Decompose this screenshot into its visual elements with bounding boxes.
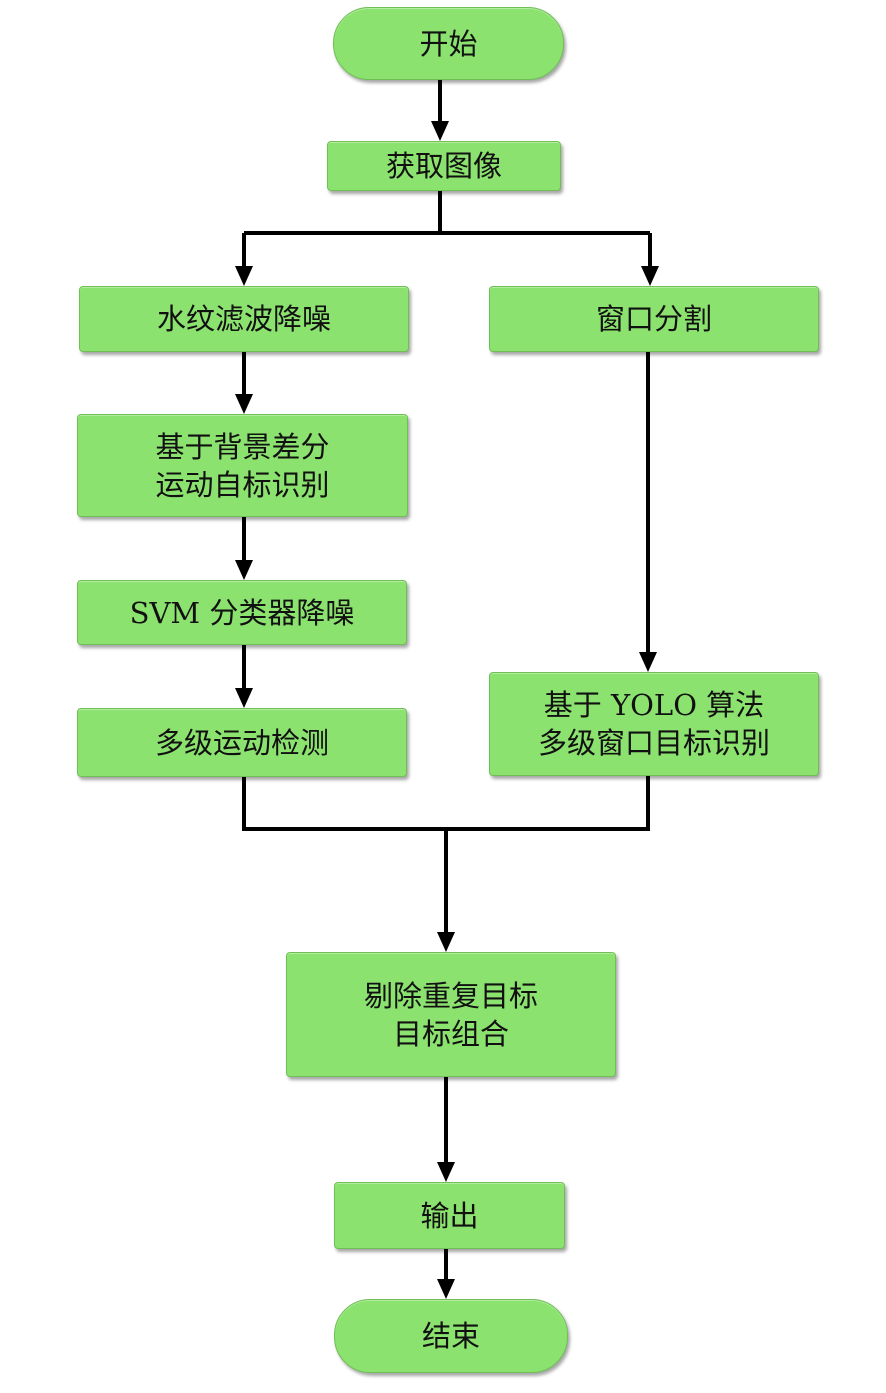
svm-denoise-node: SVM 分类器降噪 [77,580,407,645]
dedup-line1: 剔除重复目标 [363,978,538,1013]
arrowhead-icon [437,1162,455,1182]
yolo-node: 基于 YOLO 算法 多级窗口目标识别 [489,672,819,776]
denoise-node: 水纹滤波降噪 [79,286,409,352]
window-split-node: 窗口分割 [489,286,819,352]
line-acquire-split [244,191,650,235]
end-label: 结束 [421,1319,480,1353]
arrowhead-icon [235,266,253,286]
arrowhead-icon [431,121,449,141]
background-diff-node: 基于背景差分 运动自标识别 [77,414,408,517]
yolo-line2: 多级窗口目标识别 [537,726,770,760]
arrowhead-icon [235,688,253,708]
arrowhead-icon [639,652,657,672]
output-node: 输出 [334,1182,565,1249]
acquire-image-label: 获取图像 [385,149,502,183]
dedup-node: 剔除重复目标 目标组合 [286,952,616,1077]
multilevel-detection-label: 多级运动检测 [154,725,329,760]
background-diff-line2: 运动自标识别 [155,467,330,502]
acquire-image-node: 获取图像 [327,141,561,191]
arrowhead-icon [235,560,253,580]
background-diff-line1: 基于背景差分 [155,429,330,464]
line-merge [242,776,650,831]
start-label: 开始 [419,26,478,61]
svm-denoise-label: SVM 分类器降噪 [129,595,355,630]
dedup-line2: 目标组合 [392,1016,509,1051]
arrowhead-icon [641,266,659,286]
arrowhead-icon [437,932,455,952]
arrowhead-icon [235,394,253,414]
arrowhead-icon [437,1279,455,1299]
multilevel-detection-node: 多级运动检测 [77,708,407,777]
output-label: 输出 [420,1198,479,1233]
denoise-label: 水纹滤波降噪 [156,302,331,336]
yolo-line1: 基于 YOLO 算法 [543,688,765,722]
window-split-label: 窗口分割 [595,302,712,336]
end-node: 结束 [334,1299,568,1373]
start-node: 开始 [333,7,564,80]
